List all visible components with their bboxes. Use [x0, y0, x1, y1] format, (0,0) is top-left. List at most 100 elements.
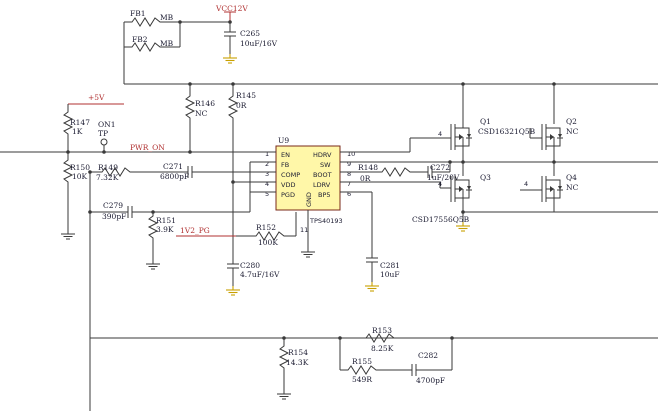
fb1-ref: FB1: [130, 9, 146, 18]
r152-resistor: R152 100K: [250, 223, 296, 247]
r149-resistor: R149 7.32K: [96, 163, 136, 182]
u9-pin-sw: SW: [320, 161, 331, 169]
u9-pin-fb: FB: [281, 161, 289, 169]
c265-ref: C265: [240, 29, 260, 38]
fb2-value: MB: [160, 39, 174, 48]
c282-value: 4700pF: [416, 376, 445, 385]
u9-ground-symbol: [300, 247, 316, 258]
r154-ref: R154: [288, 348, 308, 357]
c265-capacitor: C265 10uF/16V: [222, 22, 278, 64]
c280-value: 4.7uF/16V: [240, 270, 280, 279]
q1-value: CSD16321Q5B: [478, 127, 536, 136]
r146-ref: R146: [195, 99, 215, 108]
q3-ref: Q3: [480, 173, 491, 182]
r145-value: 0R: [236, 101, 247, 110]
q4-gate-pin: 4: [524, 180, 528, 188]
on1-value: TP: [98, 129, 108, 138]
r149-value: 7.32K: [96, 173, 119, 182]
r152-ref: R152: [256, 223, 276, 232]
r148-resistor: R148 0R: [358, 163, 428, 183]
r147-ref: R147: [70, 118, 90, 127]
c272-value: 1uF/20V: [427, 173, 460, 182]
r150-resistor: R150 10K: [60, 152, 90, 240]
u9-body: [275, 145, 341, 211]
r155-ref: R155: [352, 357, 372, 366]
u9-part: TPS40193: [309, 217, 343, 225]
u9-pinnum-9: 9: [347, 160, 351, 168]
r153-resistor: R153 8.25K: [360, 326, 400, 353]
q3-value: CSD17556Q5B: [412, 215, 470, 224]
fb2-ref: FB2: [132, 35, 148, 44]
q1-gate-pin: 4: [438, 130, 442, 138]
c272-ref: C272: [430, 163, 450, 172]
c281-ref: C281: [380, 261, 400, 270]
c281-capacitor: C281 10uF: [364, 257, 400, 292]
c282-ref: C282: [418, 351, 438, 360]
u9-pinnum-11: 11: [300, 226, 308, 234]
junction-c279: [88, 210, 92, 214]
u9-pinnum-2: 2: [265, 160, 269, 168]
on1-ref: ON1: [98, 120, 115, 129]
c279-capacitor: C279 390pF: [102, 201, 133, 221]
u9-pinnum-1: 1: [265, 150, 269, 158]
c271-capacitor: C271 6800pF: [160, 162, 193, 181]
r148-ref: R148: [358, 163, 378, 172]
q3-gate-pin: 4: [438, 180, 442, 188]
q3-mosfet: 4 Q3 CSD17556Q5B: [412, 162, 491, 224]
junction-en-tp: [102, 150, 106, 154]
r153-ref: R153: [372, 326, 392, 335]
c280-ref: C280: [240, 261, 260, 270]
c281-value: 10uF: [380, 270, 400, 279]
q4-mosfet: 4 Q4 NC: [520, 162, 579, 212]
r151-resistor: R151 3.9K: [145, 212, 176, 270]
r150-value: 10K: [72, 172, 88, 181]
r151-ref: R151: [156, 216, 176, 225]
c271-value: 6800pF: [160, 172, 189, 181]
r148-value: 0R: [360, 174, 371, 183]
u9-pinnum-4: 4: [265, 180, 269, 188]
fb1-ferrite: FB1 MB: [124, 9, 174, 27]
r151-value: 3.9K: [156, 225, 174, 234]
u9-pinnum-3: 3: [265, 170, 269, 178]
q2-ref: Q2: [566, 117, 577, 126]
u9-pin-bp5: BP5: [318, 191, 331, 199]
q4-ref: Q4: [566, 173, 577, 182]
q4-value: NC: [566, 183, 579, 192]
fb1-value: MB: [160, 13, 174, 22]
q2-mosfet: Q2 NC: [529, 84, 579, 162]
u9-pin-comp: COMP: [281, 171, 300, 179]
r145-resistor: R145 0R: [227, 84, 256, 264]
u9-pinnum-7: 7: [347, 180, 351, 188]
junction-fb: [178, 20, 182, 24]
u9-pin-gnd: GND: [305, 192, 313, 207]
r150-ref: R150: [70, 163, 90, 172]
fb2-ferrite: FB2 MB: [124, 35, 174, 52]
c279-ref: C279: [103, 201, 123, 210]
net-vcc12v-label: VCC12V: [215, 4, 248, 13]
c272-capacitor: C272 1uF/20V: [427, 162, 460, 182]
net-5v-label: +5V: [88, 93, 105, 102]
r154-value: 14.3K: [286, 358, 309, 367]
c280-capacitor: C280 4.7uF/16V: [225, 261, 280, 296]
u9-pinnum-6: 6: [347, 190, 351, 198]
u9-pinnum-10: 10: [347, 150, 355, 158]
u9-controller-ic: U9 EN FB COMP VDD PGD HDRV SW BOOT LDRV …: [265, 136, 355, 234]
u9-pin-ldrv: LDRV: [313, 181, 331, 189]
junction-vdd: [231, 180, 235, 184]
net-1v2-pg-label: 1V2_PG: [180, 226, 210, 235]
junction-en-r146: [188, 150, 192, 154]
c271-ref: C271: [163, 162, 183, 171]
c265-value: 10uF/16V: [240, 39, 278, 48]
r146-resistor: R146 NC: [184, 84, 215, 148]
net-pwr-on-label: PWR_ON: [130, 143, 165, 152]
on1-testpoint: ON1 TP: [98, 120, 115, 152]
r146-value: NC: [195, 109, 208, 118]
junction-q3-source: [461, 210, 465, 214]
c282-capacitor: C282 4700pF: [411, 338, 453, 385]
r147-value: 1K: [72, 127, 83, 136]
c279-value: 390pF: [102, 212, 126, 221]
r152-value: 100K: [258, 238, 278, 247]
u9-pinnum-8: 8: [347, 170, 351, 178]
q2-value: NC: [566, 127, 579, 136]
